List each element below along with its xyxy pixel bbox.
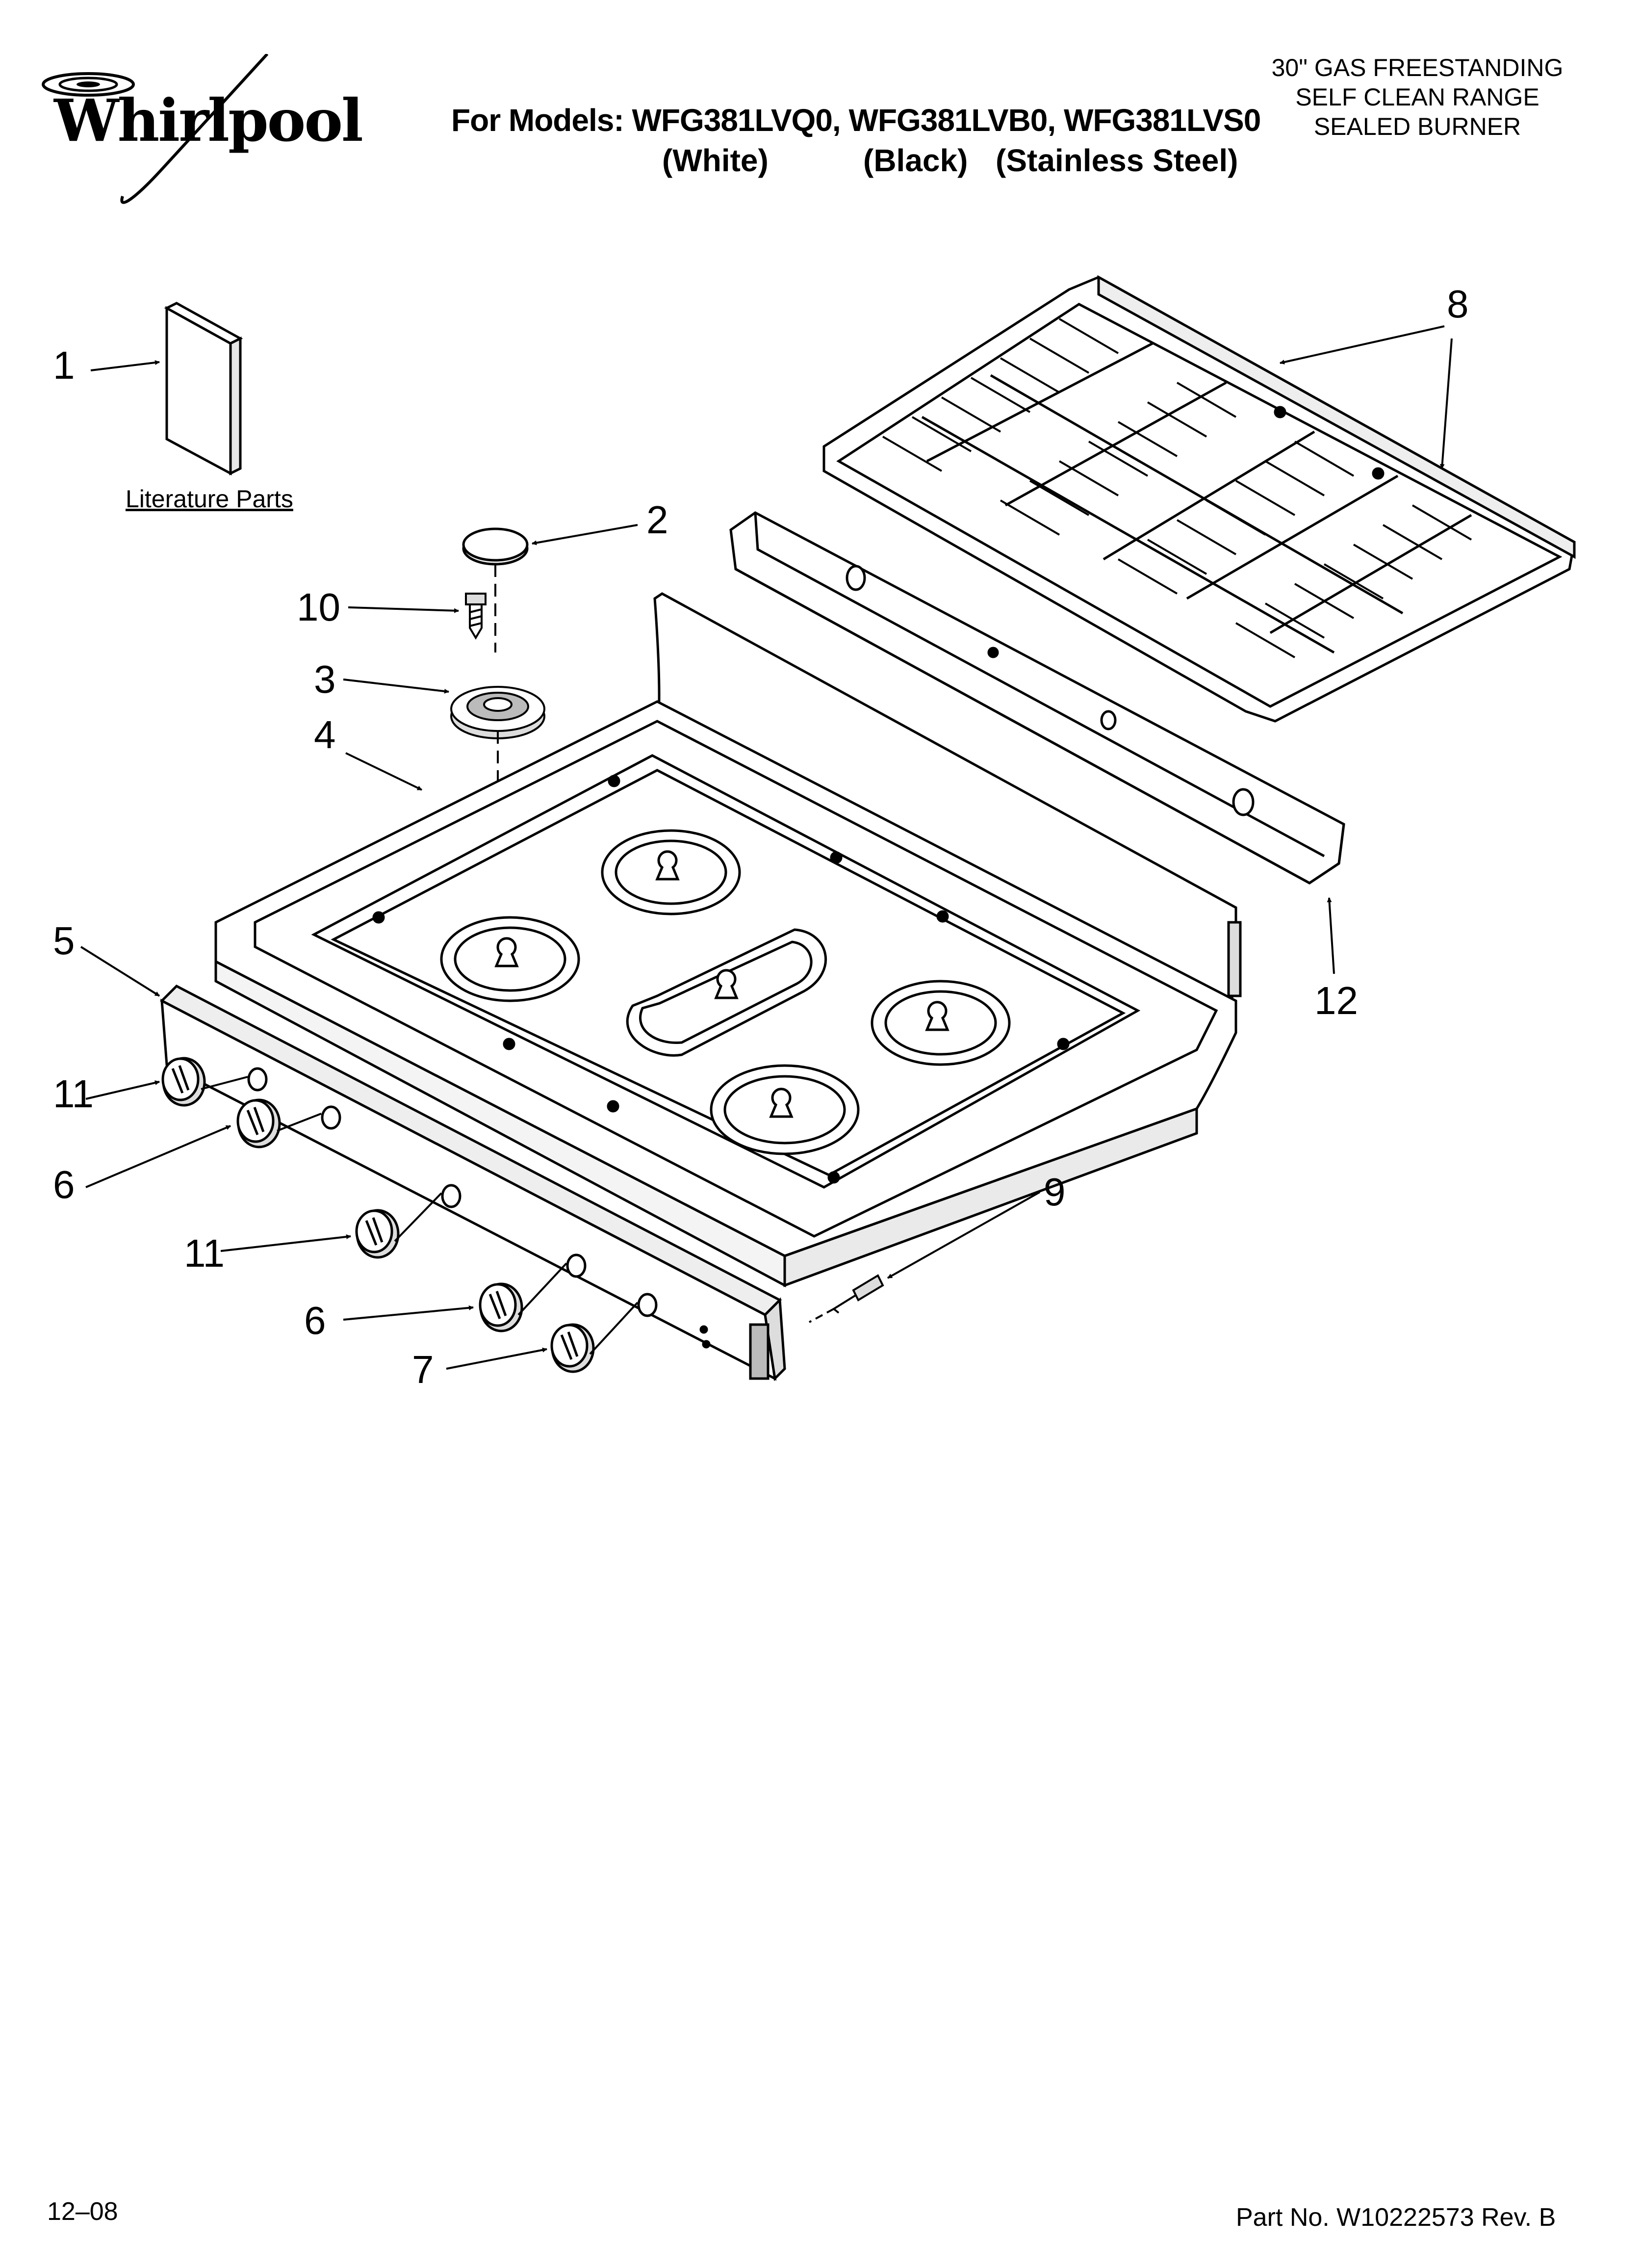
variant-black: (Black) (863, 143, 968, 178)
callout-4: 4 (314, 713, 336, 756)
callout-10: 10 (297, 585, 340, 629)
burner-screw (465, 593, 487, 640)
whirlpool-swirl-logo-icon (42, 52, 269, 204)
burner-base (450, 686, 545, 739)
range-title: 30" GAS FREESTANDING SELF CLEAN RANGE SE… (1241, 53, 1594, 141)
rear-vent-trim (729, 511, 1345, 885)
range-title-line-1: 30" GAS FREESTANDING (1271, 54, 1564, 81)
callout-11-a: 11 (53, 1072, 94, 1116)
callout-12: 12 (1314, 979, 1358, 1022)
callout-9: 9 (1044, 1170, 1066, 1214)
footer-date: 12–08 (47, 2197, 118, 2226)
brand-name: Whirlpool (54, 86, 363, 155)
knob-7 (550, 1323, 595, 1373)
knob-11-a (161, 1057, 206, 1107)
variant-white: (White) (662, 143, 769, 178)
range-title-line-2: SELF CLEAN RANGE (1295, 83, 1539, 111)
callout-11-b: 11 (184, 1231, 225, 1275)
literature-parts-label: Literature Parts (126, 485, 293, 513)
burner-grate (822, 275, 1576, 723)
footer-part-number: Part No. W10222573 Rev. B (1236, 2203, 1556, 2232)
callout-6-a: 6 (53, 1163, 75, 1206)
control-panel (159, 984, 786, 1382)
cooktop (214, 592, 1242, 1288)
callout-5: 5 (53, 919, 75, 963)
brand-logo: Whirlpool (29, 52, 363, 216)
range-title-line-3: SEALED BURNER (1313, 113, 1521, 140)
callout-1: 1 (53, 343, 75, 387)
callout-6-b: 6 (304, 1299, 326, 1342)
burner-cap (462, 527, 529, 566)
literature-booklet (164, 302, 243, 476)
models-line: For Models: WFG381LVQ0, WFG381LVB0, WFG3… (451, 103, 1261, 138)
callout-8: 8 (1447, 282, 1469, 326)
knob-11-b (355, 1209, 400, 1259)
knob-6-b (479, 1282, 523, 1332)
callout-2: 2 (646, 498, 668, 542)
variant-stainless: (Stainless Steel) (996, 143, 1238, 178)
side-screw (809, 1274, 884, 1323)
knob-6-a (236, 1098, 281, 1148)
callout-7: 7 (412, 1348, 434, 1391)
callout-3: 3 (314, 657, 336, 701)
